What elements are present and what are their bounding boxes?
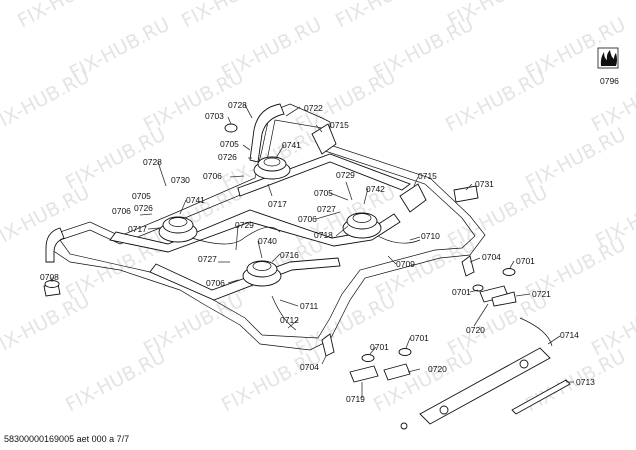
part-callout: 0722: [304, 103, 323, 113]
part-callout: 0714: [560, 330, 579, 340]
burner-right: [342, 212, 382, 239]
part-callout: 0796: [600, 76, 619, 86]
watermark-text: FIX-HUB.RU: [0, 65, 93, 136]
part-callout: 0708: [40, 272, 59, 282]
part-callout: 0721: [532, 289, 551, 299]
part-callout: 0709: [396, 259, 415, 269]
part-callout: 0703: [205, 111, 224, 121]
watermark-text: FIX-HUB.RU: [332, 0, 439, 32]
part-callout: 0711: [300, 301, 319, 311]
watermark-text: FIX-HUB.RU: [0, 289, 93, 360]
part-callout: 0720: [466, 325, 485, 335]
leader-lines: [51, 104, 574, 398]
part-callout: 0706: [298, 214, 317, 224]
part-callout: 0704: [482, 252, 501, 262]
part-callout: 0705: [220, 139, 239, 149]
callout-labels: 0796072207150741070307280705072607060728…: [40, 76, 619, 404]
part-callout: 0706: [112, 206, 131, 216]
watermark-text: FIX-HUB.RU: [62, 345, 169, 416]
part-callout: 0726: [218, 152, 237, 162]
part-callout: 0715: [418, 171, 437, 181]
part-callout: 0717: [128, 224, 147, 234]
part-callout: 0728: [228, 100, 247, 110]
part-callout: 0710: [421, 231, 440, 241]
part-callout: 0720: [428, 364, 447, 374]
part-callout: 0718: [314, 230, 333, 240]
part-callout: 0730: [171, 175, 190, 185]
part-callout: 0726: [134, 203, 153, 213]
part-callout: 0719: [346, 394, 365, 404]
part-callout: 0727: [317, 204, 336, 214]
burner-left: [158, 216, 198, 243]
drawing-reference: 58300000169005 aet 000 a 7/7: [4, 434, 130, 444]
part-callout: 0717: [268, 199, 287, 209]
part-callout: 0729: [235, 220, 254, 230]
part-callout: 0715: [330, 120, 349, 130]
part-callout: 0727: [198, 254, 217, 264]
part-callout: 0701: [452, 287, 471, 297]
part-callout: 0728: [143, 157, 162, 167]
part-callout: 0705: [314, 188, 333, 198]
part-callout: 0742: [366, 184, 385, 194]
watermark-text: FIX-HUB.RU: [442, 65, 549, 136]
part-callout: 0705: [132, 191, 151, 201]
part-callout: 0740: [258, 236, 277, 246]
watermark-text: FIX-HUB.RU: [218, 345, 325, 416]
part-callout: 0713: [576, 377, 595, 387]
part-callout: 0716: [280, 250, 299, 260]
drawing: [43, 103, 571, 430]
part-callout: 0741: [186, 195, 205, 205]
part-callout: 0741: [282, 140, 301, 150]
part-callout: 0731: [475, 179, 494, 189]
burner-front: [242, 260, 282, 287]
part-callout: 0704: [300, 362, 319, 372]
part-callout: 0706: [206, 278, 225, 288]
burner-back: [253, 156, 291, 180]
part-callout: 0729: [336, 170, 355, 180]
gas-flame-icon: [597, 47, 619, 69]
part-callout: 0712: [280, 315, 299, 325]
watermark-text: FIX-HUB.RU: [178, 0, 285, 32]
part-callout: 0701: [370, 342, 389, 352]
part-callout: 0701: [516, 256, 535, 266]
watermark-text: FIX-HUB.RU: [14, 0, 121, 32]
part-callout: 0701: [410, 333, 429, 343]
part-callout: 0706: [203, 171, 222, 181]
